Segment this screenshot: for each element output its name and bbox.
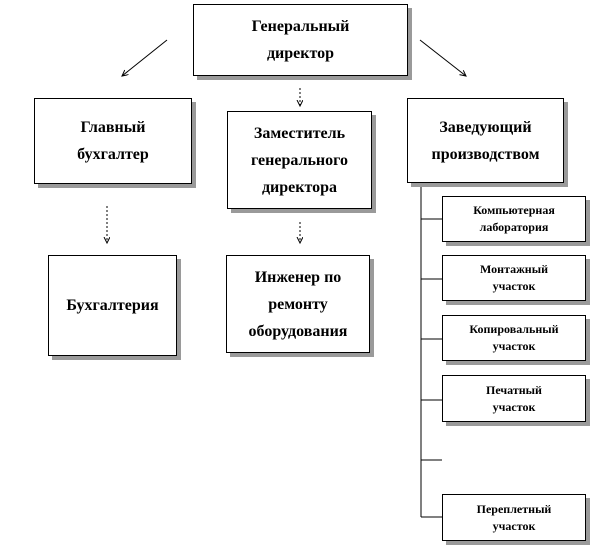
section-copy: Копировальный участок (442, 315, 586, 361)
ceo-box: Генеральный директор (193, 4, 408, 76)
arrow-ceo-to-chief-accountant (122, 39, 168, 76)
accounting-box: Бухгалтерия (48, 255, 177, 356)
section-assembly: Монтажный участок (442, 255, 586, 301)
section-print: Печатный участок (442, 375, 586, 422)
section-binding: Переплетный участок (442, 494, 586, 541)
equipment-engineer-box: Инженер по ремонту оборудования (226, 255, 370, 353)
section-computer-lab: Компьютерная лаборатория (442, 196, 586, 242)
arrow-ceo-to-production-head (419, 39, 466, 76)
production-head-box: Заведующий производством (407, 98, 564, 183)
chief-accountant-box: Главный бухгалтер (34, 98, 192, 184)
deputy-director-box: Заместитель генерального директора (227, 111, 372, 209)
